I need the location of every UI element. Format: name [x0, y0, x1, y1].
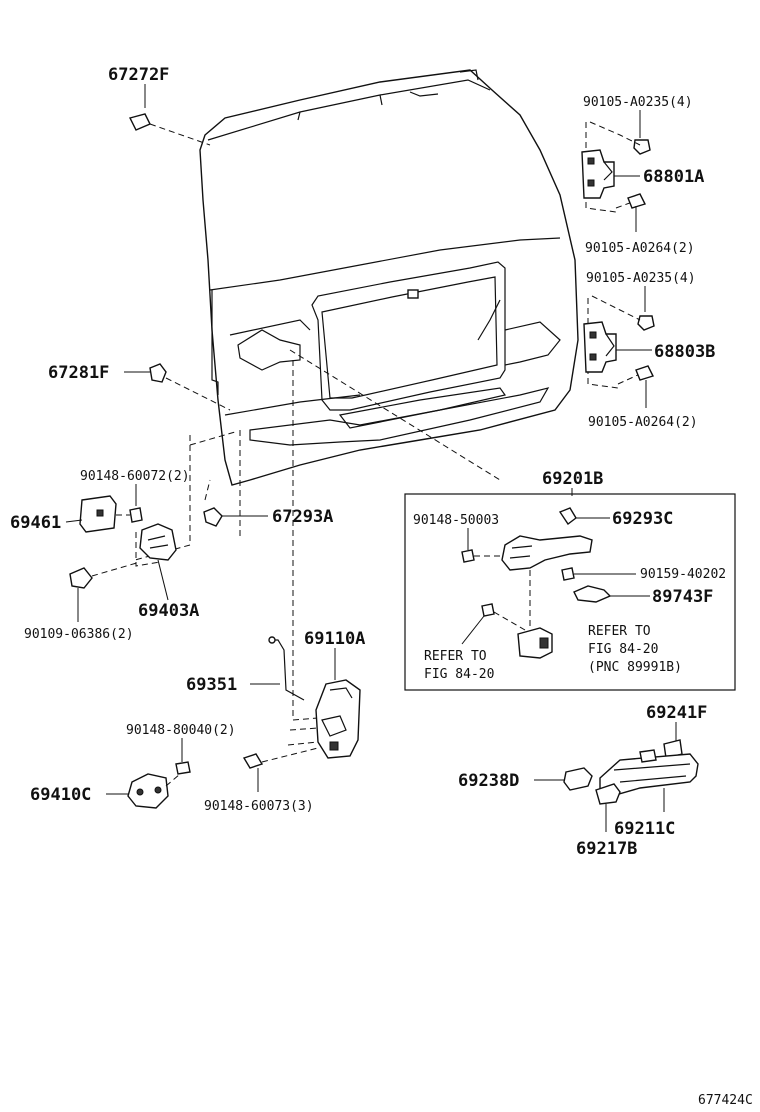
label-90105-A0264-lower: 90105-A0264(2): [588, 415, 698, 430]
part-67272F: 67272F: [108, 65, 211, 146]
label-90105-A0235-upper: 90105-A0235(4): [583, 95, 693, 110]
label-68803B: 68803B: [654, 342, 715, 362]
label-69241F: 69241F: [646, 703, 707, 723]
label-69403A: 69403A: [138, 601, 199, 621]
label-69211C: 69211C: [614, 819, 675, 839]
label-69461: 69461: [10, 513, 61, 533]
label-90105-A0264-upper: 90105-A0264(2): [585, 241, 695, 256]
part-69110A-latch-group: 69110A 69351 90148-80040(2) 69410C 90148…: [30, 360, 365, 814]
note-refer-left-2: FIG 84-20: [424, 667, 494, 682]
label-67272F: 67272F: [108, 65, 169, 85]
label-90159-40202: 90159-40202: [640, 567, 726, 582]
diagram-id: 677424C: [698, 1093, 753, 1108]
label-69238D: 69238D: [458, 771, 519, 791]
label-69110A: 69110A: [304, 629, 365, 649]
label-90148-60072: 90148-60072(2): [80, 469, 190, 484]
label-90148-80040: 90148-80040(2): [126, 723, 236, 738]
part-69201B-inset: 69201B 90148-50003 69293C 90159-40202 89…: [289, 349, 736, 691]
note-refer-right-3: (PNC 89991B): [588, 660, 682, 675]
label-69217B: 69217B: [576, 839, 637, 859]
label-69410C: 69410C: [30, 785, 91, 805]
part-68803B-hinge: 90105-A0235(4) 68803B 90105-A0264(2): [583, 271, 715, 430]
label-68801A: 68801A: [643, 167, 704, 187]
label-90105-A0235-lower: 90105-A0235(4): [586, 271, 696, 286]
label-90148-50003: 90148-50003: [413, 513, 499, 528]
label-67293A: 67293A: [272, 507, 333, 527]
back-door-panel: [199, 69, 579, 486]
label-69293C: 69293C: [612, 509, 673, 529]
label-69201B: 69201B: [542, 469, 603, 489]
note-refer-right-1: REFER TO: [588, 624, 651, 639]
label-89743F: 89743F: [652, 587, 713, 607]
label-90109-06386: 90109-06386(2): [24, 627, 134, 642]
label-69351: 69351: [186, 675, 237, 695]
label-67281F: 67281F: [48, 363, 109, 383]
label-90148-60073: 90148-60073(3): [204, 799, 314, 814]
note-refer-left-1: REFER TO: [424, 649, 487, 664]
part-67293A: 67293A: [203, 479, 333, 527]
part-68801A-hinge: 90105-A0235(4) 68801A 90105-A0264(2): [581, 95, 704, 256]
part-69211C-handle-group: 69241F 69211C 69238D 69217B: [458, 703, 707, 859]
inset-frame: [404, 493, 736, 691]
part-67281F: 67281F: [48, 363, 231, 411]
part-69461-group: 90148-60072(2) 69461 69403A 90109-06386(…: [10, 431, 236, 642]
note-refer-right-2: FIG 84-20: [588, 642, 658, 657]
